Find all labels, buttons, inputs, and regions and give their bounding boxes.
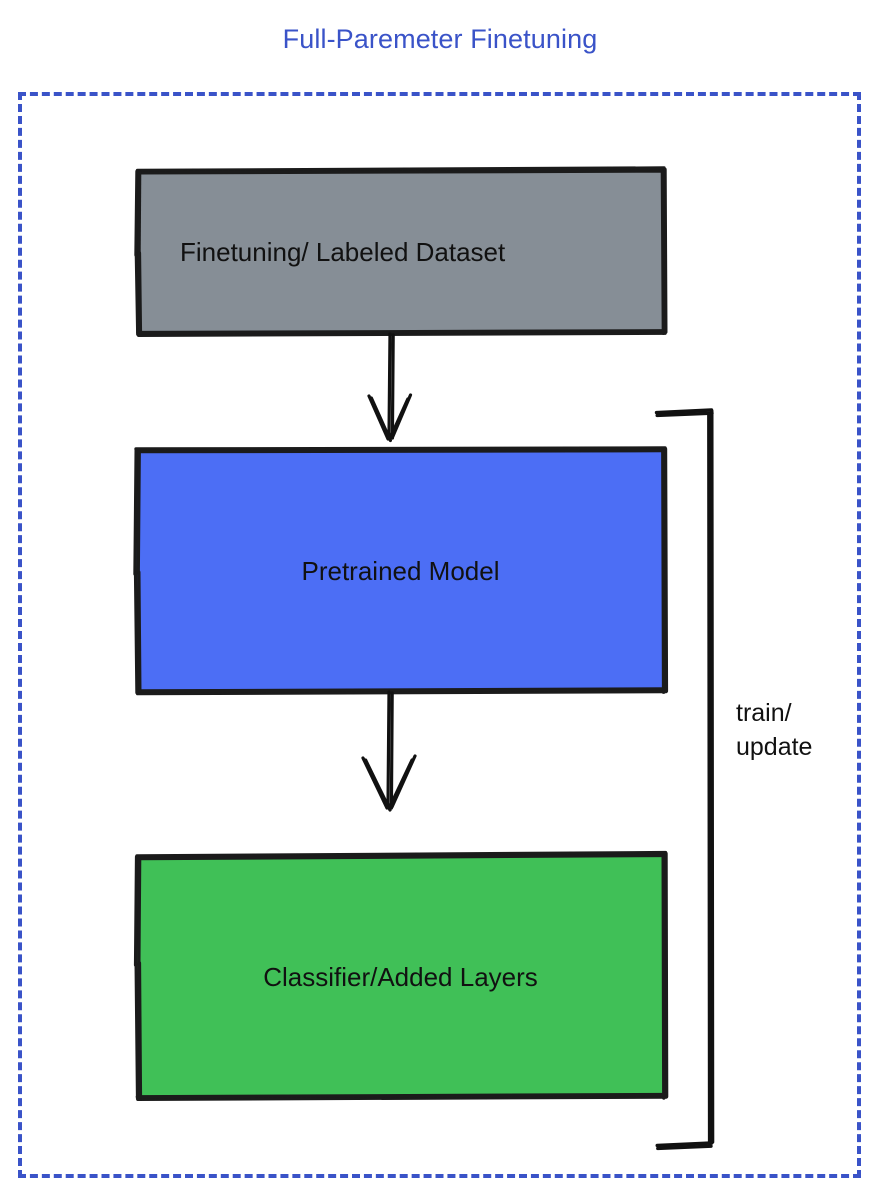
feedback-edge-label-line1: train/: [736, 699, 792, 727]
node-label-pretrained: Pretrained Model: [301, 556, 500, 586]
node-fill-dataset: [136, 170, 665, 333]
node-label-classifier: Classifier/Added Layers: [263, 961, 538, 992]
node-label-dataset: Finetuning/ Labeled Dataset: [180, 236, 506, 267]
dashed-container-frame: [18, 92, 861, 1178]
node-classifier-added-layers[interactable]: Classifier/Added Layers: [133, 850, 669, 1101]
feedback-edge-label-line2: update: [736, 733, 813, 761]
node-fill-classifier: [136, 855, 665, 1098]
feedback-edge-label: train/ update: [736, 696, 846, 764]
node-finetuning-labeled-dataset[interactable]: Finetuning/ Labeled Dataset: [134, 166, 668, 337]
page-title: Full-Paremeter Finetuning: [282, 24, 598, 54]
node-pretrained-model[interactable]: Pretrained Model: [133, 446, 669, 696]
node-fill-pretrained: [136, 450, 665, 692]
